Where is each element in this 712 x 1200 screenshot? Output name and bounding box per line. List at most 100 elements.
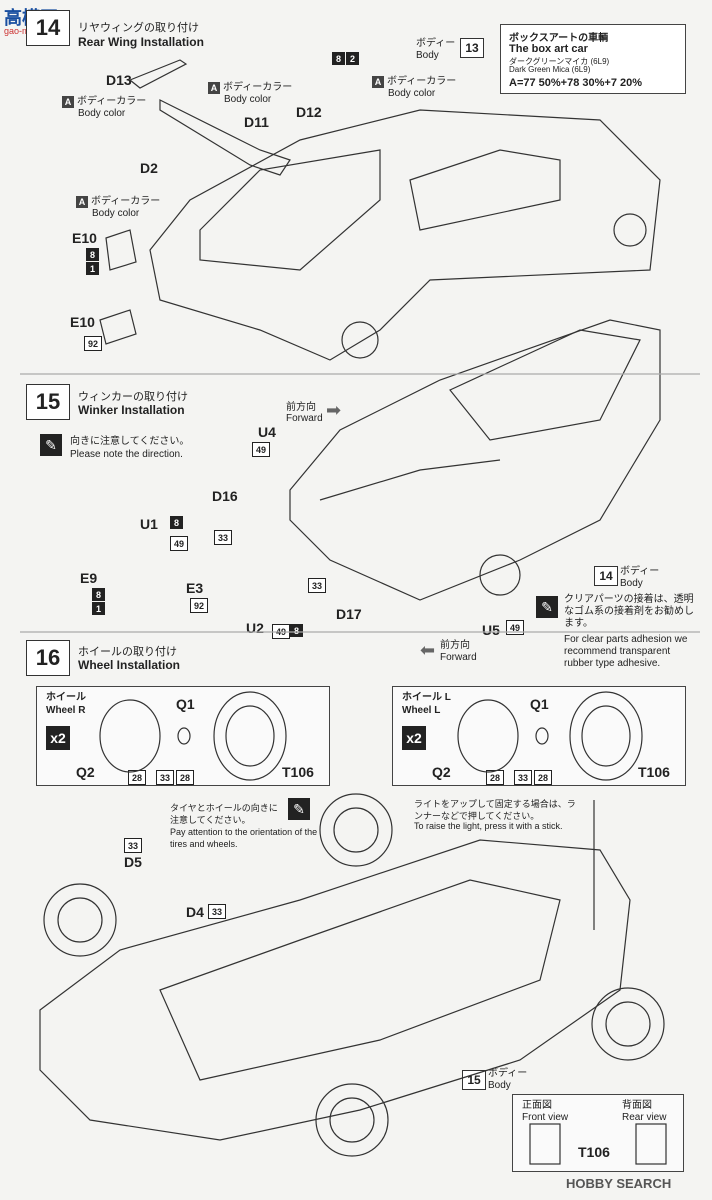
step15-body-ref-en: Body bbox=[620, 578, 643, 589]
wheel-l-code-28b: 28 bbox=[534, 770, 552, 785]
boxart-mix: A=77 50%+78 30%+7 20% bbox=[509, 77, 643, 89]
step-16-title-en: Wheel Installation bbox=[78, 658, 181, 672]
color-note-3-ja: ボディーカラー bbox=[387, 76, 457, 87]
wheel-r-code-28b: 28 bbox=[176, 770, 194, 785]
part-e3: E3 bbox=[186, 580, 204, 596]
wheel-l-q1: Q1 bbox=[530, 696, 549, 712]
code-u5: 49 bbox=[506, 620, 524, 635]
code-d5: 33 bbox=[124, 838, 142, 853]
tire-rear-view bbox=[635, 1123, 667, 1165]
part-d4: D4 bbox=[186, 904, 204, 920]
code-d17: 33 bbox=[308, 578, 326, 593]
tire-rr bbox=[591, 987, 665, 1061]
plate-e10-b bbox=[99, 309, 137, 345]
tire-view-t106: T106 bbox=[578, 1144, 610, 1160]
rear-wheel-hub bbox=[341, 321, 379, 359]
wheel-l-panel bbox=[392, 686, 686, 786]
code-e10-1: 1 bbox=[86, 262, 99, 275]
plate-e10-a bbox=[105, 229, 137, 271]
part-d16: D16 bbox=[212, 488, 238, 504]
tire-view-panel bbox=[512, 1094, 684, 1172]
wheel-l-multiplier: x2 bbox=[402, 726, 426, 750]
wheel-l-tire bbox=[569, 691, 643, 781]
part-d17: D17 bbox=[336, 606, 362, 622]
car-rear-window bbox=[199, 149, 381, 271]
boxart-color-en: Dark Green Mica (6L9) bbox=[509, 65, 591, 74]
watermark-bottom: HOBBY SEARCH bbox=[566, 1176, 672, 1191]
step15-body-ref-ja: ボディー bbox=[620, 566, 660, 577]
step16-body-ref-ja: ボディー bbox=[488, 1068, 528, 1079]
part-d2: D2 bbox=[140, 160, 158, 176]
clear-parts-note-en: For clear parts adhesion we recommend tr… bbox=[564, 634, 688, 669]
wheel-r-label-ja: ホイール bbox=[46, 692, 86, 703]
step-16-number: 16 bbox=[26, 640, 70, 676]
tire-fl-inner bbox=[57, 897, 103, 943]
light-note-ja: ライトをアップして固定する場合は、ランナーなどで押してください。 bbox=[414, 799, 576, 821]
part-d12: D12 bbox=[296, 104, 322, 120]
tire-fr bbox=[315, 1083, 389, 1157]
color-note-1-en: Body color bbox=[78, 108, 126, 119]
code-e10-92: 92 bbox=[84, 336, 102, 351]
wheel-r-label-en: Wheel R bbox=[46, 705, 86, 716]
wheel-r-code-33: 33 bbox=[156, 770, 174, 785]
forward-arrow-icon: ➡ bbox=[326, 400, 342, 420]
tire-note-ja: タイヤとホイールの向きに注意してください。 bbox=[170, 803, 278, 825]
wheel-r-cap bbox=[177, 727, 191, 745]
forward2-label-en: Forward bbox=[440, 652, 477, 663]
code-8: 8 bbox=[332, 52, 345, 65]
wheel-r-q1: Q1 bbox=[176, 696, 195, 712]
step-15-title-ja: ウィンカーの取り付け bbox=[78, 391, 188, 403]
step15-body-ref: 14 bbox=[594, 566, 618, 586]
wheel-l-code-33: 33 bbox=[514, 770, 532, 785]
light-note-en: To raise the light, press it with a stic… bbox=[414, 821, 563, 831]
code-d4: 33 bbox=[208, 904, 226, 919]
adhesive-icon: ✎ bbox=[536, 596, 558, 618]
car-hood-line bbox=[319, 459, 501, 501]
step-16-title-ja: ホイールの取り付け bbox=[78, 646, 177, 658]
wheel-l-label-ja: ホイール L bbox=[402, 692, 451, 703]
code-u1-49: 49 bbox=[170, 536, 188, 551]
part-e10-a: E10 bbox=[72, 230, 97, 246]
underside-chassis bbox=[159, 879, 561, 1081]
front-wheel-15 bbox=[479, 554, 521, 596]
car-body-front bbox=[289, 319, 661, 601]
wheel-l-rim bbox=[457, 699, 519, 773]
rear-view-ja: 背面図 bbox=[622, 1100, 652, 1111]
wheel-r-code-28a: 28 bbox=[128, 770, 146, 785]
forward-arrow-2-icon: ⬅ bbox=[420, 640, 436, 660]
part-u4: U4 bbox=[258, 424, 276, 440]
boxart-title-ja: ボックスアートの車輌 bbox=[509, 33, 609, 44]
step-14-number: 14 bbox=[26, 10, 70, 46]
step15-note-ja: 向きに注意してください。 bbox=[70, 436, 190, 447]
tire-note-en: Pay attention to the orientation of the … bbox=[170, 827, 318, 849]
car-underside bbox=[39, 839, 631, 1141]
part-d5: D5 bbox=[124, 854, 142, 870]
rear-wing bbox=[159, 99, 291, 176]
caution-icon: ✎ bbox=[40, 434, 62, 456]
part-u5: U5 bbox=[482, 622, 500, 638]
tire-front-view bbox=[529, 1123, 561, 1165]
step-14-title-ja: リヤウィングの取り付け bbox=[78, 22, 199, 34]
wheel-l-q2: Q2 bbox=[432, 764, 451, 780]
boxart-title-en: The box art car bbox=[509, 43, 588, 55]
code-d16: 33 bbox=[214, 530, 232, 545]
tire-rr-inner bbox=[605, 1001, 651, 1047]
code-e3: 92 bbox=[190, 598, 208, 613]
code-e10-8: 8 bbox=[86, 248, 99, 261]
part-e10-b: E10 bbox=[70, 314, 95, 330]
wing-fin bbox=[128, 59, 188, 89]
wheel-r-t106: T106 bbox=[282, 764, 314, 780]
wheel-r-tire bbox=[213, 691, 287, 781]
code-e9-1: 1 bbox=[92, 602, 105, 615]
wheel-l-t106: T106 bbox=[638, 764, 670, 780]
front-view-en: Front view bbox=[522, 1112, 569, 1123]
wheel-l-tire-inner bbox=[581, 705, 631, 767]
tire-rl bbox=[319, 793, 393, 867]
color-note-2-en: Body color bbox=[224, 94, 272, 105]
code-u1-8: 8 bbox=[170, 516, 183, 529]
wheel-r-rim bbox=[99, 699, 161, 773]
car-windshield bbox=[449, 329, 641, 441]
